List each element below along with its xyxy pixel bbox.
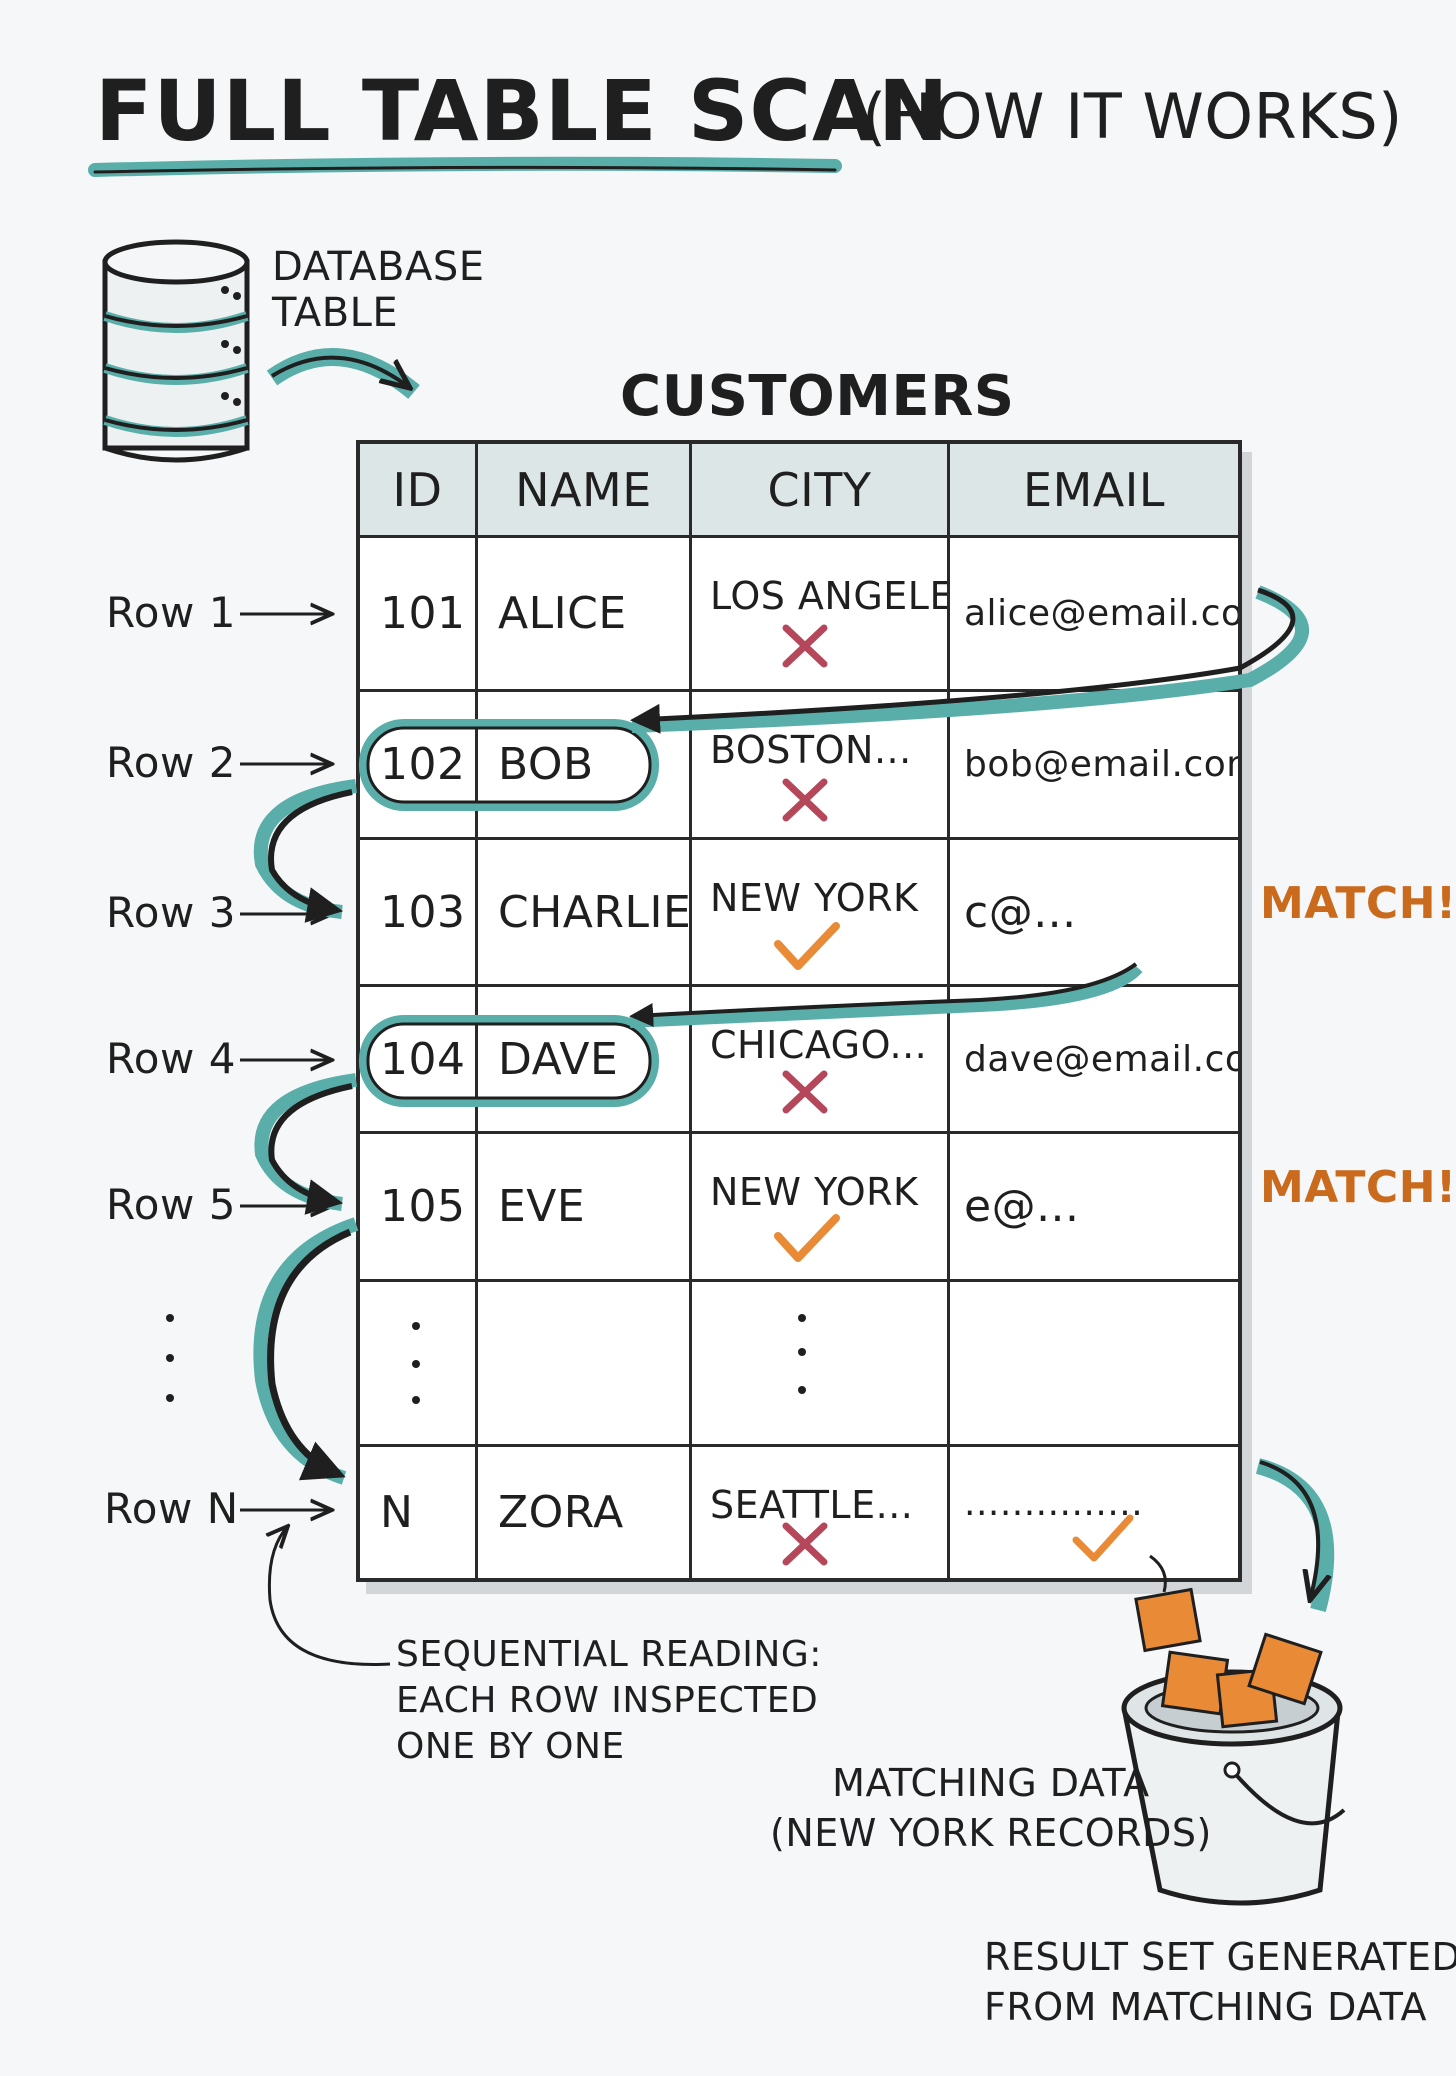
scan-arrow-row1-to-row2 xyxy=(631,585,1309,733)
note-line: MATCHING DATA xyxy=(832,1761,1150,1805)
table-title: CUSTOMERS xyxy=(620,364,1015,429)
ellipsis-dots-left xyxy=(166,1314,174,1402)
cell-city: NEW YORK xyxy=(692,840,950,987)
ellipsis-dots-table xyxy=(412,1314,806,1404)
match-label-row3: MATCH! xyxy=(1260,878,1456,929)
database-table-label: DATABASE TABLE xyxy=(272,244,485,336)
cell-id: 101 xyxy=(360,538,478,692)
header-name: NAME xyxy=(478,444,692,538)
cell-city xyxy=(692,1282,950,1447)
scan-arrow-row3-to-row4 xyxy=(629,963,1143,1028)
cell-name: DAVE xyxy=(478,987,692,1134)
cross-icon xyxy=(782,1522,828,1566)
note-line: ONE BY ONE xyxy=(396,1726,625,1767)
cell-id: 105 xyxy=(360,1134,478,1282)
cell-email: dave@email.com xyxy=(950,987,1238,1134)
result-record-squares xyxy=(1134,1587,1323,1729)
sequential-pointer-arrow xyxy=(269,1526,391,1666)
cell-name xyxy=(478,1282,692,1447)
header-city: CITY xyxy=(692,444,950,538)
cell-id: 104 xyxy=(360,987,478,1134)
row-label: Row 5 xyxy=(106,1180,236,1229)
row-label: Row 3 xyxy=(106,888,236,937)
note-line: SEQUENTIAL READING: xyxy=(396,1634,822,1675)
row-label: Row N xyxy=(104,1484,239,1533)
sequential-reading-note: SEQUENTIAL READING: EACH ROW INSPECTED O… xyxy=(396,1632,822,1770)
database-label-line: DATABASE xyxy=(272,244,485,290)
note-line: EACH ROW INSPECTED xyxy=(396,1680,819,1721)
cell-email: alice@email.com xyxy=(950,538,1238,692)
match-label-row5: MATCH! xyxy=(1260,1162,1456,1213)
inspect-highlight-row4 xyxy=(359,1015,659,1107)
cell-id: 103 xyxy=(360,840,478,987)
check-icon xyxy=(774,922,840,970)
row-label: Row 2 xyxy=(106,738,236,787)
header-id: ID xyxy=(360,444,478,538)
row-label: Row 1 xyxy=(106,588,236,637)
cell-city: CHICAGO... xyxy=(692,987,950,1134)
header-email: EMAIL xyxy=(950,444,1238,538)
cell-email: ............... xyxy=(964,1483,1144,1524)
note-line: RESULT SET GENERATED xyxy=(984,1935,1456,1979)
cell-email xyxy=(950,1282,1238,1447)
cell-name: EVE xyxy=(478,1134,692,1282)
inspect-highlight-row2 xyxy=(359,719,659,811)
cell-id: N xyxy=(360,1447,478,1578)
cell-name: ALICE xyxy=(478,538,692,692)
cell-name: BOB xyxy=(478,692,692,840)
cell-city: SEATTLE... xyxy=(692,1447,950,1578)
cell-city: NEW YORK xyxy=(692,1134,950,1282)
page-title: FULL TABLE SCAN xyxy=(95,62,950,160)
check-icon xyxy=(1072,1514,1134,1562)
check-icon xyxy=(774,1214,840,1262)
database-icon xyxy=(102,239,250,463)
page-subtitle: (HOW IT WORKS) xyxy=(862,80,1403,153)
note-line: FROM MATCHING DATA xyxy=(984,1985,1428,2029)
row-label: Row 4 xyxy=(106,1034,236,1083)
note-line: (NEW YORK RECORDS) xyxy=(770,1811,1212,1855)
cell-email: bob@email.com xyxy=(950,692,1238,840)
cross-icon xyxy=(782,1070,828,1114)
result-set-note: RESULT SET GENERATED FROM MATCHING DATA xyxy=(984,1932,1456,2032)
cell-id: 102 xyxy=(360,692,478,840)
matching-data-note: MATCHING DATA (NEW YORK RECORDS) xyxy=(770,1758,1212,1858)
cell-name: CHARLIE xyxy=(478,840,692,987)
cell-id xyxy=(360,1282,478,1447)
cell-name: ZORA xyxy=(478,1447,692,1578)
cross-icon xyxy=(782,778,828,822)
cell-email: e@... xyxy=(950,1134,1238,1282)
title-underline xyxy=(88,156,842,177)
cross-icon xyxy=(782,624,828,668)
cell-city: BOSTON... xyxy=(692,692,950,840)
database-label-line: TABLE xyxy=(272,290,399,336)
cell-city: LOS ANGELES xyxy=(692,538,950,692)
